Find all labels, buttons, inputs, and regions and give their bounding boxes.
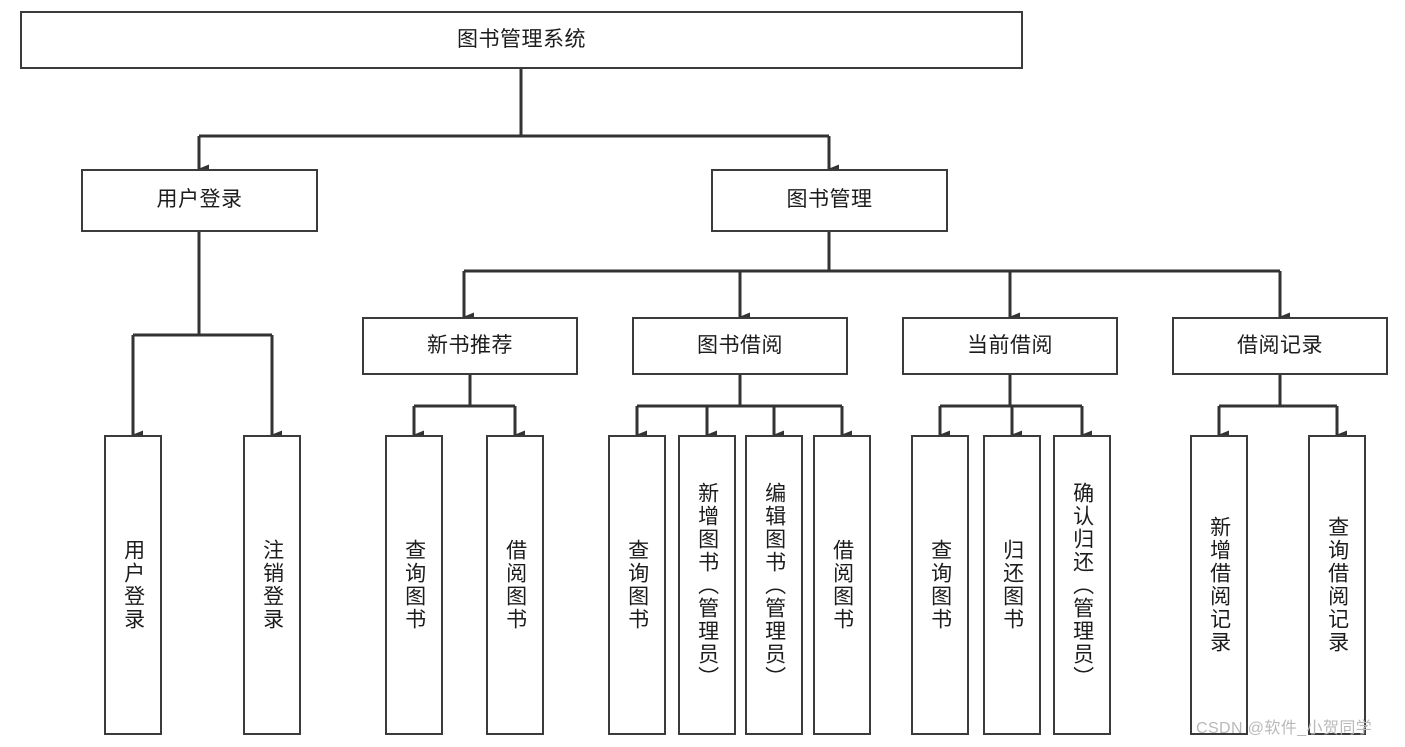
node-leaf-user-login[interactable]: 用户登录	[104, 435, 162, 735]
node-leaf-add-record-label: 新增借阅记录	[1207, 516, 1231, 654]
node-current-borrow-label: 当前借阅	[967, 333, 1053, 357]
tree-edges	[131, 69, 1347, 440]
node-leaf-edit-book[interactable]: 编辑图书（管理员）	[745, 435, 803, 735]
node-book-borrow[interactable]: 图书借阅	[632, 317, 848, 375]
node-leaf-logout[interactable]: 注销登录	[243, 435, 301, 735]
node-new-book-rec[interactable]: 新书推荐	[362, 317, 578, 375]
node-book-borrow-label: 图书借阅	[697, 333, 783, 357]
node-leaf-user-login-label: 用户登录	[121, 539, 145, 631]
node-leaf-return-book[interactable]: 归还图书	[983, 435, 1041, 735]
node-book-manage-label: 图书管理	[786, 188, 873, 212]
node-root[interactable]: 图书管理系统	[20, 11, 1023, 69]
node-user-login[interactable]: 用户登录	[81, 169, 318, 232]
node-leaf-query-record[interactable]: 查询借阅记录	[1308, 435, 1366, 735]
node-leaf-add-book-label: 新增图书（管理员）	[695, 481, 719, 689]
node-leaf-borrow-book-2-label: 借阅图书	[830, 539, 854, 631]
node-leaf-query-book-3-label: 查询图书	[928, 539, 952, 631]
node-leaf-query-book-3[interactable]: 查询图书	[911, 435, 969, 735]
node-user-login-label: 用户登录	[156, 188, 243, 212]
node-leaf-add-record[interactable]: 新增借阅记录	[1190, 435, 1248, 735]
node-leaf-query-record-label: 查询借阅记录	[1325, 516, 1349, 654]
node-leaf-query-book-1-label: 查询图书	[402, 539, 426, 631]
node-leaf-borrow-book-1-label: 借阅图书	[503, 539, 527, 631]
node-leaf-borrow-book-1[interactable]: 借阅图书	[486, 435, 544, 735]
node-root-label: 图书管理系统	[457, 27, 586, 51]
node-borrow-record[interactable]: 借阅记录	[1172, 317, 1388, 375]
node-leaf-return-book-label: 归还图书	[1000, 539, 1024, 631]
node-leaf-confirm-return[interactable]: 确认归还（管理员）	[1053, 435, 1111, 735]
node-new-book-rec-label: 新书推荐	[427, 333, 513, 357]
node-leaf-add-book[interactable]: 新增图书（管理员）	[678, 435, 736, 735]
csdn-watermark: CSDN @软件_小贺同学	[1196, 720, 1373, 737]
node-leaf-query-book-2[interactable]: 查询图书	[608, 435, 666, 735]
node-leaf-query-book-1[interactable]: 查询图书	[385, 435, 443, 735]
node-leaf-confirm-return-label: 确认归还（管理员）	[1070, 481, 1094, 689]
node-borrow-record-label: 借阅记录	[1237, 333, 1323, 357]
node-book-manage[interactable]: 图书管理	[711, 169, 948, 232]
node-current-borrow[interactable]: 当前借阅	[902, 317, 1118, 375]
node-leaf-edit-book-label: 编辑图书（管理员）	[762, 481, 786, 689]
node-leaf-query-book-2-label: 查询图书	[625, 539, 649, 631]
node-leaf-logout-label: 注销登录	[260, 539, 284, 631]
node-leaf-borrow-book-2[interactable]: 借阅图书	[813, 435, 871, 735]
